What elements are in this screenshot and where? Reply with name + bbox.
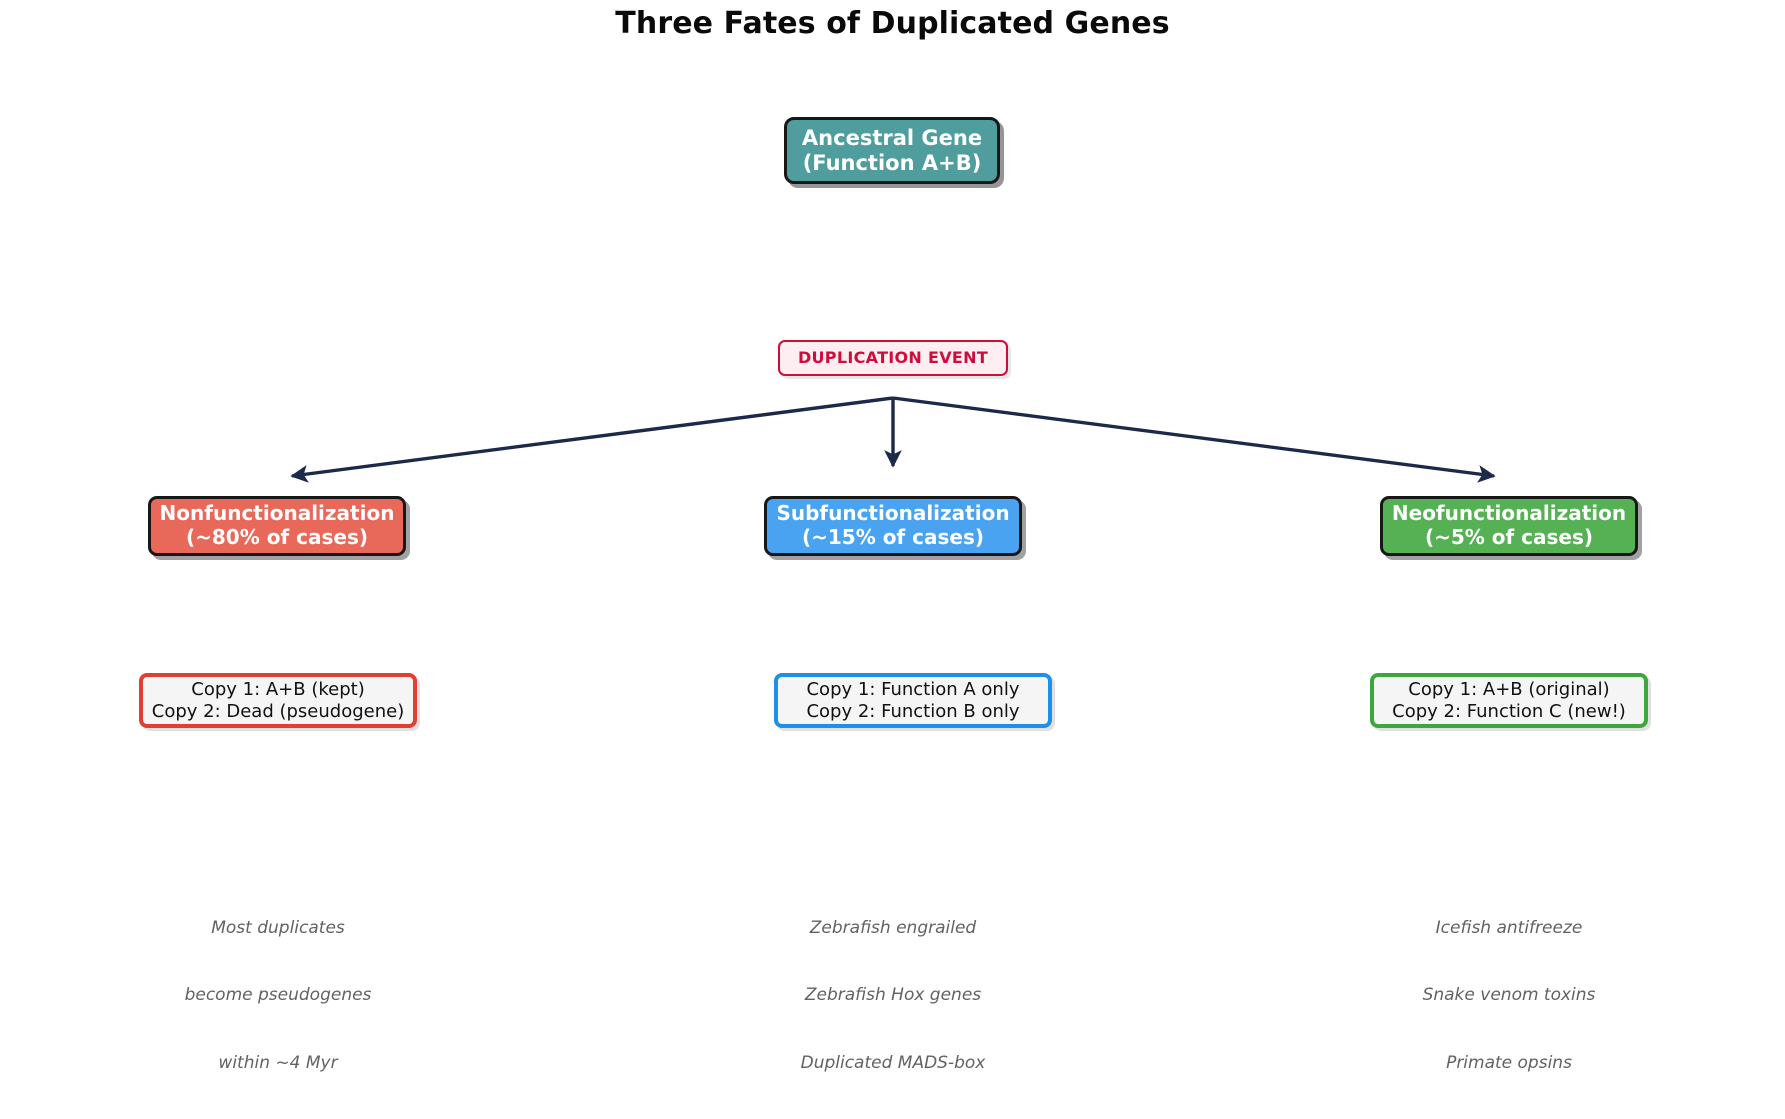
node-duplication-event[interactable]: DUPLICATION EVENT [778, 340, 1008, 376]
outcome-nonfunctionalization-line-1: Copy 1: A+B (kept) [191, 679, 365, 701]
fate-name-neofunctionalization: Neofunctionalization [1391, 501, 1627, 526]
node-fate-subfunctionalization[interactable]: Subfunctionalization (~15% of cases) [764, 496, 1022, 556]
example-neofunctionalization-line-1: Icefish antifreeze [1435, 917, 1583, 938]
outcome-nonfunctionalization-line-2: Copy 2: Dead (pseudogene) [151, 700, 405, 722]
example-nonfunctionalization-line-3: within ~4 Myr [218, 1052, 338, 1073]
arrow-fan [290, 396, 1496, 483]
ancestral-gene-line-1: Ancestral Gene [801, 125, 983, 150]
example-subfunctionalization-line-3: Duplicated MADS-box [800, 1052, 986, 1073]
example-neofunctionalization-line-3: Primate opsins [1446, 1052, 1572, 1073]
arrow-to-nonfunctionalization [290, 396, 894, 483]
duplication-event-label: DUPLICATION EVENT [797, 347, 989, 367]
ancestral-gene-line-2: (Function A+B) [802, 150, 982, 175]
node-outcome-subfunctionalization[interactable]: Copy 1: Function A only Copy 2: Function… [774, 673, 1052, 728]
fate-rate-neofunctionalization: (~5% of cases) [1424, 525, 1594, 549]
examples-nonfunctionalization: Most duplicates become pseudogenes withi… [113, 872, 443, 1119]
fate-rate-subfunctionalization: (~15% of cases) [801, 525, 984, 549]
examples-neofunctionalization: Icefish antifreeze Snake venom toxins Pr… [1344, 872, 1674, 1119]
node-fate-nonfunctionalization[interactable]: Nonfunctionalization (~80% of cases) [148, 496, 406, 556]
outcome-neofunctionalization-line-1: Copy 1: A+B (original) [1408, 679, 1610, 701]
example-neofunctionalization-line-2: Snake venom toxins [1422, 985, 1596, 1006]
examples-subfunctionalization: Zebrafish engrailed Zebrafish Hox genes … [728, 872, 1058, 1119]
example-subfunctionalization-line-2: Zebrafish Hox genes [804, 985, 982, 1006]
diagram-canvas: Three Fates of Duplicated Genes Ancestra… [139, 6, 1648, 1073]
arrow-to-neofunctionalization [892, 396, 1496, 483]
node-fate-neofunctionalization[interactable]: Neofunctionalization (~5% of cases) [1380, 496, 1638, 556]
node-ancestral-gene[interactable]: Ancestral Gene (Function A+B) [784, 117, 1000, 184]
node-outcome-nonfunctionalization[interactable]: Copy 1: A+B (kept) Copy 2: Dead (pseudog… [139, 673, 417, 728]
outcome-subfunctionalization-line-1: Copy 1: Function A only [806, 679, 1020, 701]
page-title: Three Fates of Duplicated Genes [615, 6, 1170, 41]
example-subfunctionalization-line-1: Zebrafish engrailed [809, 917, 977, 938]
fate-name-subfunctionalization: Subfunctionalization [776, 501, 1010, 526]
fate-rate-nonfunctionalization: (~80% of cases) [185, 525, 368, 549]
outcome-subfunctionalization-line-2: Copy 2: Function B only [806, 700, 1020, 722]
example-nonfunctionalization-line-2: become pseudogenes [184, 985, 372, 1006]
outcome-neofunctionalization-line-2: Copy 2: Function C (new!) [1392, 700, 1626, 722]
fate-name-nonfunctionalization: Nonfunctionalization [159, 501, 395, 526]
node-outcome-neofunctionalization[interactable]: Copy 1: A+B (original) Copy 2: Function … [1370, 673, 1648, 728]
example-nonfunctionalization-line-1: Most duplicates [211, 917, 345, 938]
